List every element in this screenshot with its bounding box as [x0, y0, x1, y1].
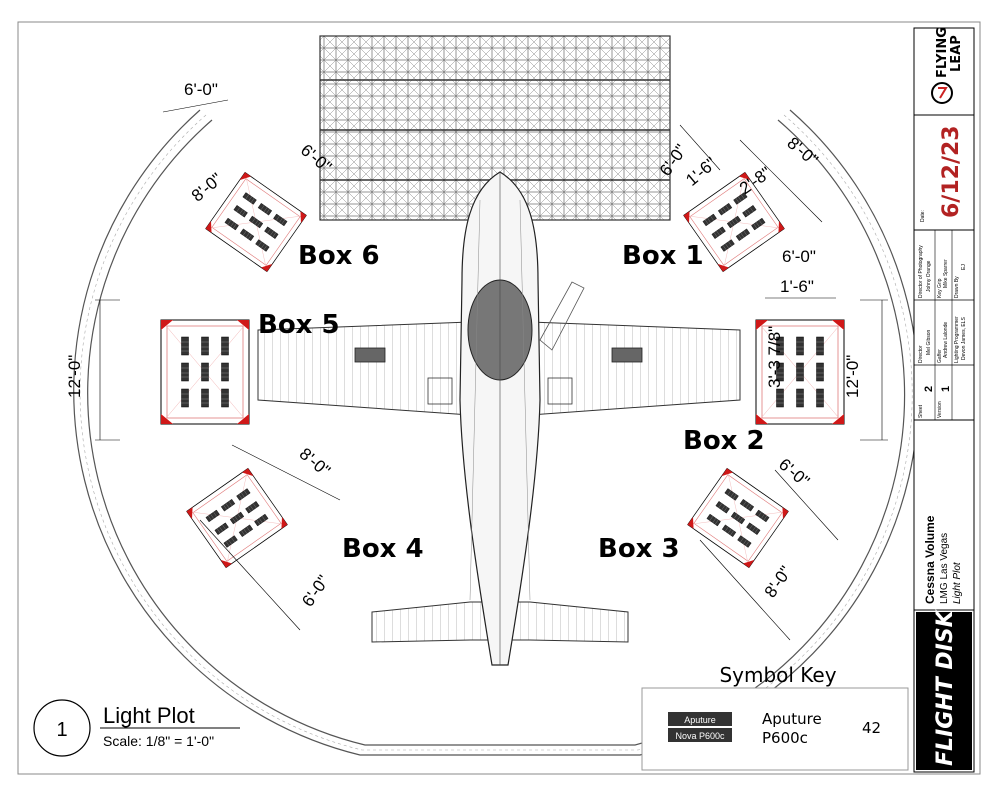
flight-disk-brand: FLIGHT DISK: [933, 608, 958, 766]
symbol-key: Symbol Key Aputure Nova P600c Aputure P6…: [641, 663, 909, 771]
fixture-symbol-bottom: [668, 728, 732, 742]
dp-name: Johny Orange: [926, 260, 932, 292]
plot-title-block: 1 Light Plot Scale: 1/8" = 1'-0": [33, 699, 240, 757]
venue-name: LMG Las Vegas: [939, 533, 950, 604]
sheet-number: 2: [923, 386, 935, 392]
box-2-label: Box 2: [683, 426, 765, 456]
dim-box2-3-3-7-8: 3'-3 7/8": [765, 326, 784, 388]
logo-line2: LEAP: [949, 35, 964, 72]
version-number: 1: [940, 386, 952, 392]
director-label: Director: [918, 345, 924, 363]
fixture-symbol-top: [668, 712, 732, 726]
box-6-label: Box 6: [298, 241, 380, 271]
sheet-label: Sheet: [918, 404, 924, 418]
fixture-name-line1: Aputure: [762, 710, 822, 728]
project-name: Cessna Volume: [923, 515, 937, 604]
symbol-key-title: Symbol Key: [719, 663, 836, 687]
dim-box2-1-6: 1'-6": [780, 277, 814, 296]
gaffer-name: Andrew Lalonde: [943, 322, 949, 358]
fixture-count: 42: [862, 719, 881, 737]
plot-title: Light Plot: [103, 703, 195, 728]
programmer-name: Devon James, ELS: [961, 317, 967, 360]
plot-number: 1: [56, 719, 67, 741]
fixture-name-line2: P600c: [762, 729, 808, 747]
director-name: Mel Gibson: [926, 329, 932, 355]
fixture-symbol-bottom-text: Nova P600c: [675, 731, 725, 741]
dim-box5-12ft: 12'-0": [65, 355, 84, 398]
dp-label: Director of Photography: [918, 245, 924, 298]
flight-disk-brand-panel: [916, 612, 972, 770]
plot-number-circle: [33, 699, 91, 757]
version-label: Version: [937, 401, 943, 418]
key-grip-name: Mike Sparrer: [943, 259, 949, 288]
fixture-symbol-top-text: Aputure: [684, 715, 716, 725]
cessna-airplane: [257, 171, 741, 666]
gaffer-label: Gaffer: [937, 349, 943, 363]
title-block: FLYING LEAP Date: 6/12/23 Director of Ph…: [913, 27, 975, 773]
box-1-label: Box 1: [622, 241, 704, 271]
drawing-name: Light Plot: [952, 561, 963, 604]
box-3-label: Box 3: [598, 534, 680, 564]
date-value: 6/12/23: [939, 125, 964, 218]
dim-box1-6ft-b: 6'-0": [782, 247, 816, 266]
date-label: Date:: [920, 210, 926, 222]
box-5-label: Box 5: [258, 310, 340, 340]
programmer-label: Lighting Programmer: [954, 316, 960, 363]
drawn-by-value: EJ: [961, 264, 967, 270]
dim-box2-12ft: 12'-0": [843, 355, 862, 398]
key-grip-label: Key Grip: [937, 278, 943, 298]
box-4-label: Box 4: [342, 534, 424, 564]
drawn-by-label: Drawn By: [954, 276, 960, 298]
logo-line1: FLYING: [935, 27, 950, 78]
dimension-lines: [95, 99, 888, 641]
dim-box6-top: 6'-0": [184, 80, 218, 99]
plot-scale: Scale: 1/8" = 1'-0": [103, 733, 214, 749]
